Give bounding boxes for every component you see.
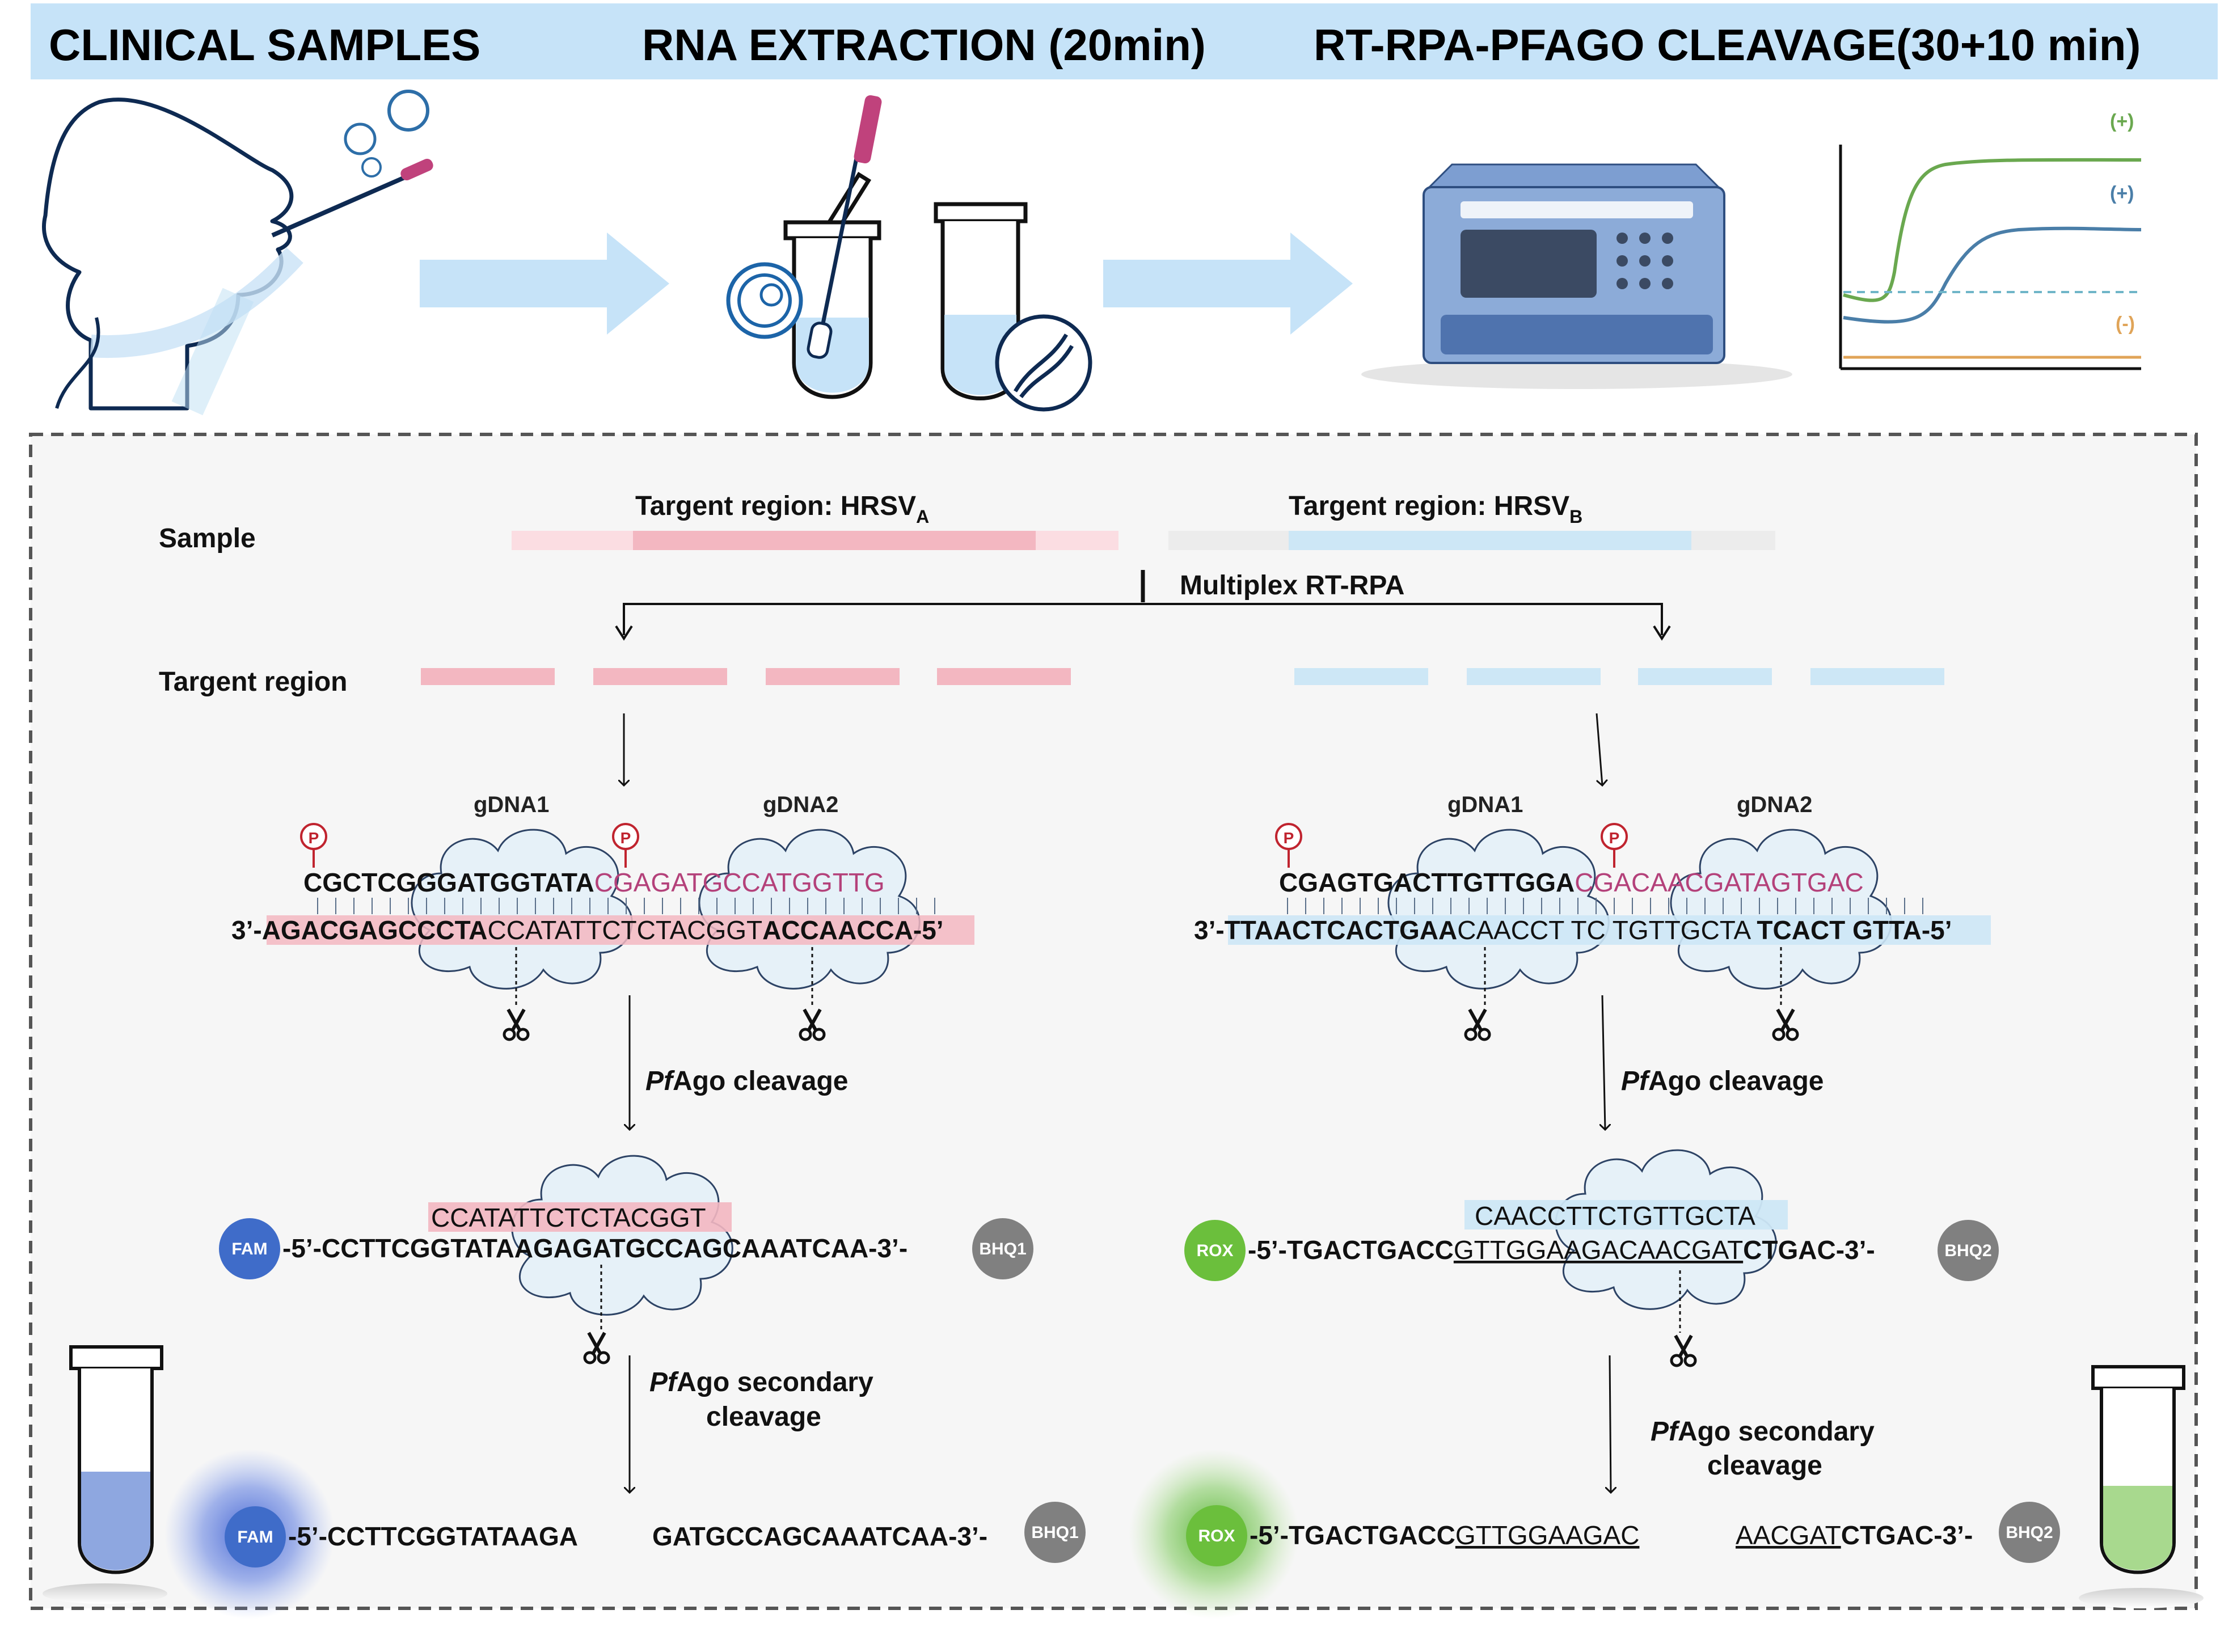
target-fragments-a xyxy=(421,668,1071,685)
guide-strand-right: CGAGTGACTTGTTGGACGACAACGATAGTGAC xyxy=(1279,868,1864,897)
multiplex-label: Multiplex RT-RPA xyxy=(1180,571,1404,601)
detection-panel xyxy=(29,433,2198,1610)
header-step1: CLINICAL SAMPLES xyxy=(49,20,480,70)
pfago-cleavage-label-right: PfAgo cleavage xyxy=(1621,1066,1824,1096)
rna-extraction-illustration xyxy=(726,95,1092,412)
secondary-cleavage-line2-right: cleavage xyxy=(1707,1451,1822,1481)
bhq2-quencher-badge-cleaved xyxy=(1999,1502,2060,1563)
cleaved-product-right: CAACCTTCTGTTGCTA xyxy=(1475,1201,1755,1231)
bhq2-label: BHQ2 xyxy=(1944,1241,1991,1260)
thermocycler-illustration xyxy=(1361,163,1792,389)
tube-blue-fluorescent xyxy=(43,1345,167,1604)
bhq1-quencher-badge xyxy=(972,1218,1033,1279)
plot-label-negative: (-) xyxy=(2116,313,2135,335)
svg-text:P: P xyxy=(309,829,319,847)
bhq2-label-cleaved: BHQ2 xyxy=(2006,1523,2053,1542)
gdna1-label-right: gDNA1 xyxy=(1447,792,1523,817)
gdna1-label-left: gDNA1 xyxy=(474,792,549,817)
phosphate-marker-right-1: P xyxy=(1275,823,1302,868)
bhq1-label: BHQ1 xyxy=(979,1240,1026,1258)
fam-dye-badge xyxy=(219,1218,280,1279)
header-bar xyxy=(31,3,2218,79)
cleaved-fragment-right-2: AACGATCTGAC-3’- xyxy=(1736,1520,1973,1550)
phosphate-marker-left-1: P xyxy=(300,823,327,868)
secondary-cleavage-label-right: PfAgo secondary xyxy=(1651,1417,1875,1447)
guide-strand-left: CGCTCGGGATGGTATACGAGATGCCATGGTTG xyxy=(303,868,885,897)
svg-text:P: P xyxy=(621,829,631,847)
base-pair-ticks-left xyxy=(317,898,935,914)
cleaved-fragment-left-1: -5’-CCTTCGGTATAAGA xyxy=(288,1522,578,1551)
svg-text:P: P xyxy=(1609,829,1620,847)
header-step3: RT-RPA-PFAGO CLEAVAGE(30+10 min) xyxy=(1314,20,2141,70)
secondary-cleavage-line2-left: cleavage xyxy=(706,1402,821,1432)
phosphate-marker-left-2: P xyxy=(612,823,639,868)
amplification-plot: (+) (+) (-) xyxy=(1839,111,2142,370)
reporter-strand-right: -5’-TGACTGACCGTTGGAAGACAACGATCTGAC-3’- xyxy=(1248,1235,1875,1265)
cleaved-fragment-left-2: GATGCCAGCAAATCAA-3’- xyxy=(652,1522,987,1551)
patient-swab-illustration xyxy=(42,90,433,416)
rox-dye-label: ROX xyxy=(1196,1241,1233,1260)
plot-label-positive-1: (+) xyxy=(2110,111,2134,132)
gdna2-label-left: gDNA2 xyxy=(763,792,838,817)
rox-dye-label-cleaved: ROX xyxy=(1198,1527,1235,1545)
arrow-2 xyxy=(1103,233,1353,335)
sample-label: Sample xyxy=(159,523,256,554)
target-highlight-right xyxy=(1228,915,1991,945)
secondary-cleavage-label-left: PfAgo secondary xyxy=(649,1367,873,1397)
arrow-1 xyxy=(420,233,669,335)
pfago-cloud-right-1 xyxy=(1387,829,1610,990)
target-strand-right: 3’-TTAACTCACTGAACAACCT TC TGTTGCTA TCACT… xyxy=(1194,915,1952,945)
bhq2-quencher-badge xyxy=(1938,1220,1999,1281)
svg-text:P: P xyxy=(1284,829,1294,847)
pfago-cloud-left-2 xyxy=(698,829,921,990)
gdna2-label-right: gDNA2 xyxy=(1737,792,1812,817)
target-highlight-left xyxy=(267,915,974,945)
plot-label-positive-2: (+) xyxy=(2110,183,2134,204)
cleaved-fragment-right-1: -5’-TGACTGACCGTTGGAAGAC xyxy=(1250,1520,1639,1550)
bhq1-label-cleaved: BHQ1 xyxy=(1031,1523,1078,1542)
cleaved-product-left: CCATATTCTCTACGGT xyxy=(431,1203,706,1232)
target-strand-left: 3’-AGACGAGCCCTACCATATTCTCTACGGTACCAACCA-… xyxy=(231,915,944,945)
tube-green-fluorescent xyxy=(2079,1365,2204,1608)
product-highlight-right xyxy=(1464,1200,1788,1230)
sample-target-b xyxy=(1289,531,1691,550)
rox-dye-badge xyxy=(1184,1220,1246,1281)
fam-dye-badge-cleaved xyxy=(225,1506,286,1568)
region-b-title: Targent region: HRSVB xyxy=(1289,491,1582,527)
sample-target-a xyxy=(633,531,1036,550)
product-highlight-left xyxy=(428,1202,732,1232)
region-a-title: Targent region: HRSVA xyxy=(635,491,929,527)
header-step2: RNA EXTRACTION (20min) xyxy=(642,20,1206,70)
target-region-label: Targent region xyxy=(159,667,347,697)
pfago-cleavage-label-left: PfAgo cleavage xyxy=(645,1066,848,1096)
pfago-cloud-right-2 xyxy=(1670,829,1892,990)
reporter-strand-left: -5’-CCTTCGGTATAAGAGATGCCAGCAAATCAA-3’- xyxy=(282,1233,908,1263)
base-pair-ticks-right xyxy=(1287,898,1923,914)
target-fragments-b xyxy=(1294,668,1944,685)
rox-dye-badge-cleaved xyxy=(1186,1505,1247,1566)
fam-dye-label: FAM xyxy=(231,1240,267,1258)
bhq1-quencher-badge-cleaved xyxy=(1024,1502,1086,1563)
fam-dye-label-cleaved: FAM xyxy=(237,1528,273,1547)
phosphate-marker-right-2: P xyxy=(1601,823,1628,868)
